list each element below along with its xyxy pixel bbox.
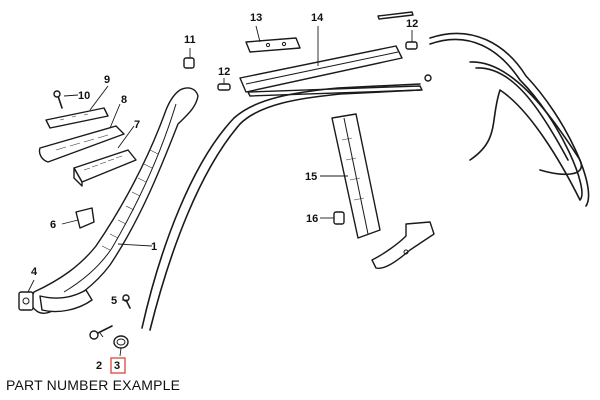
part-lower-bracket — [371, 221, 435, 269]
caption-part-number-example: PART NUMBER EXAMPLE — [6, 377, 181, 393]
part-12-clip-left — [217, 83, 231, 91]
part-13-plate — [245, 37, 301, 53]
callout-5: 5 — [111, 295, 117, 307]
part-9-trim — [45, 107, 109, 129]
part-1-a-pillar-trim — [29, 87, 199, 314]
callout-1: 1 — [151, 241, 157, 253]
callout-3: 3 — [114, 360, 120, 372]
part-6-bracket — [75, 207, 95, 229]
callout-4: 4 — [31, 266, 38, 278]
callout-13: 13 — [250, 12, 262, 24]
part-2-screw — [89, 325, 113, 340]
callout-9: 9 — [104, 74, 110, 86]
callout-11: 11 — [184, 34, 196, 46]
part-small-strip — [377, 11, 414, 20]
part-12-clip-right — [405, 41, 418, 50]
callout-3-highlight-box — [110, 357, 126, 374]
callout-8: 8 — [121, 94, 127, 106]
callout-6: 6 — [50, 219, 56, 231]
part-rear-frame — [429, 32, 590, 207]
callout-labels: 1 2 3 4 5 6 7 8 9 10 11 12 13 14 12 15 1… — [31, 12, 418, 374]
callout-16: 16 — [306, 213, 318, 225]
part-11-clip — [183, 57, 195, 69]
callout-7: 7 — [134, 119, 140, 131]
callout-10: 10 — [78, 90, 90, 102]
callout-12-left: 12 — [218, 66, 230, 78]
part-8-trim — [38, 125, 125, 163]
part-15-b-pillar — [331, 113, 381, 239]
part-7-trim — [73, 149, 137, 187]
part-10-screw — [53, 90, 63, 109]
callout-2: 2 — [96, 360, 102, 372]
part-3-cap — [113, 335, 129, 349]
callout-12-right: 12 — [406, 18, 418, 30]
part-5-screw — [122, 294, 131, 309]
callout-15: 15 — [305, 171, 317, 183]
part-4-clip — [18, 291, 34, 311]
callout-14: 14 — [311, 12, 324, 24]
parts-diagram: 1 2 3 4 5 6 7 8 9 10 11 12 13 14 12 15 1… — [18, 11, 590, 374]
part-door-frame-center — [141, 83, 421, 331]
leader-lines — [27, 25, 413, 357]
part-16-clip — [333, 211, 345, 225]
